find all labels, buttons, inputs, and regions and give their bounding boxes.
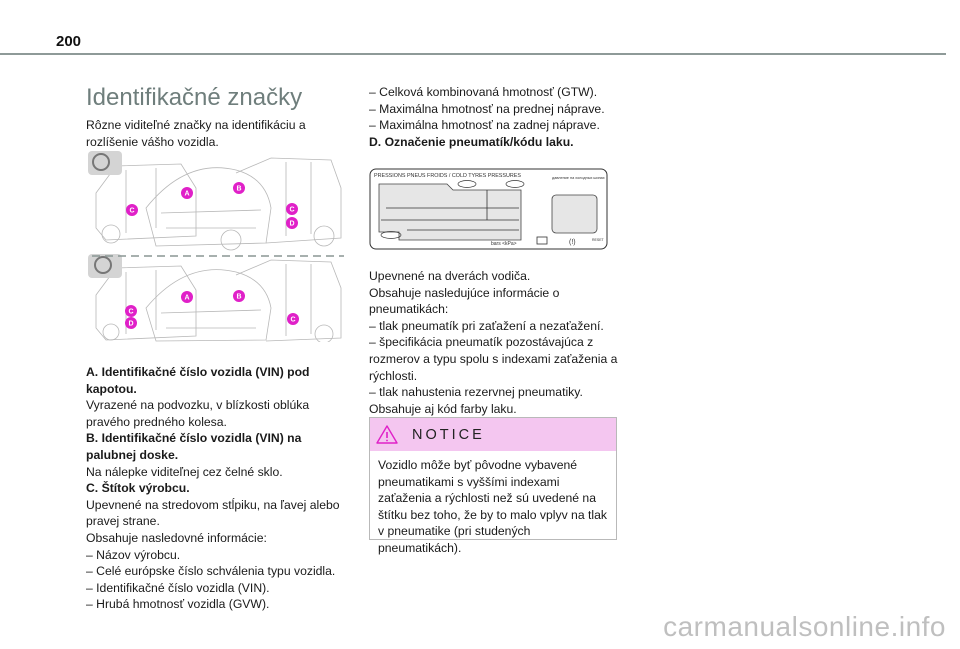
item-c-list-item: – Celé európske číslo schválenia typu vo…	[86, 564, 336, 579]
item-a-heading: A. Identifikačné číslo vozidla (VIN) pod…	[86, 365, 310, 396]
marker-d-top: D	[286, 217, 298, 229]
item-d-text3: Obsahuje aj kód farby laku.	[369, 401, 517, 416]
car-illustration: A B C C D A B C D C	[88, 151, 344, 344]
watermark: carmanualsonline.info	[663, 611, 946, 642]
notice-box: NOTICE Vozidlo môže byť pôvodne vybavené…	[369, 417, 617, 555]
item-d-list-item: – tlak nahustenia rezervnej pneumatiky.	[369, 385, 583, 400]
left-column: Identifikačné značky Rôzne viditeľné zna…	[86, 84, 348, 150]
notice-text: Vozidlo môže byť pôvodne vybavené pneuma…	[378, 458, 607, 555]
marker-b-bottom: B	[233, 290, 245, 302]
svg-text:D: D	[289, 221, 294, 228]
svg-text:C: C	[128, 309, 133, 316]
tpms-icon: (!)	[569, 239, 576, 246]
warning-triangle-icon	[376, 425, 398, 444]
item-a-text: Vyrazené na podvozku, v blízkosti oblúka…	[86, 398, 310, 429]
svg-text:C: C	[289, 207, 294, 214]
tyre-label-header: PRESSIONS PNEUS FROIDS / COLD TYRES PRES…	[374, 173, 521, 179]
notice-header: NOTICE	[370, 418, 616, 451]
section-title: Identifikačné značky	[86, 84, 303, 111]
item-c-list-item: – Identifikačné číslo vozidla (VIN).	[86, 580, 270, 595]
svg-text:D: D	[128, 321, 133, 328]
svg-text:B: B	[236, 186, 241, 193]
marker-a-bottom: A	[181, 291, 193, 303]
car-identification-figure: A B C C D A B C D C	[86, 148, 344, 344]
items-right-d: Upevnené na dverách vodiča. Obsahuje nas…	[369, 268, 621, 417]
car-towing-icon	[380, 231, 402, 239]
marker-c-top-right: C	[286, 203, 298, 215]
item-d-heading: D. Označenie pneumatík/kódu laku.	[369, 134, 574, 149]
header-divider	[0, 53, 946, 55]
item-c-list-item: – Hrubá hmotnosť vozidla (GVW).	[86, 597, 270, 612]
item-c-text2: Obsahuje nasledovné informácie:	[86, 530, 267, 545]
item-c-list-item: – Celková kombinovaná hmotnosť (GTW).	[369, 85, 598, 99]
item-b-text: Na nálepke viditeľnej cez čelné sklo.	[86, 464, 283, 479]
car-icon	[457, 180, 477, 188]
item-c-list-item: – Maximálna hmotnosť na prednej náprave.	[369, 101, 605, 116]
item-d-list-item: – špecifikácia pneumatík pozostávajúca z…	[369, 335, 618, 383]
page-number: 200	[56, 33, 82, 50]
svg-text:A: A	[184, 295, 189, 302]
item-d-text1: Upevnené na dverách vodiča.	[369, 269, 531, 283]
svg-text:C: C	[290, 317, 295, 324]
item-c-text1: Upevnené na stredovom stĺpiku, na ľavej …	[86, 497, 340, 529]
tyre-pressure-label: PRESSIONS PNEUS FROIDS / COLD TYRES PRES…	[369, 168, 609, 252]
steering-wheel-icon	[92, 153, 110, 171]
item-c-list-item: – Názov výrobcu.	[86, 547, 181, 562]
items-right-top: – Celková kombinovaná hmotnosť (GTW). – …	[369, 84, 621, 150]
manual-book-icon	[536, 236, 548, 245]
marker-c-bottom-left: C	[125, 305, 137, 317]
marker-b-top: B	[233, 182, 245, 194]
tyre-label-units: bars <kPa>	[491, 241, 517, 247]
car-loaded-icon	[505, 180, 525, 188]
marker-c-top-left: C	[126, 204, 138, 216]
svg-text:C: C	[129, 208, 134, 215]
item-d-list-item: – tlak pneumatík pri zaťažení a nezaťaže…	[369, 318, 604, 333]
paint-code-box	[551, 194, 598, 234]
marker-a-top: A	[181, 187, 193, 199]
items-left: A. Identifikačné číslo vozidla (VIN) pod…	[86, 364, 348, 613]
item-c-list-item: – Maximálna hmotnosť na zadnej náprave.	[369, 118, 600, 133]
marker-c-bottom-right: C	[287, 313, 299, 325]
section-intro: Rôzne viditeľné značky na identifikáciu …	[86, 118, 306, 149]
tyre-label-reset: RESET	[592, 238, 605, 242]
marker-d-bottom: D	[125, 317, 137, 329]
item-c-heading: C. Štítok výrobcu.	[86, 481, 190, 496]
svg-text:A: A	[184, 191, 189, 198]
item-b-heading: B. Identifikačné číslo vozidla (VIN) na …	[86, 431, 302, 462]
svg-text:B: B	[236, 294, 241, 301]
steering-wheel-icon	[94, 256, 112, 274]
item-d-text2: Obsahuje nasledujúce informácie o pneuma…	[369, 285, 560, 317]
notice-title: NOTICE	[412, 426, 485, 443]
tyre-label-cyrillic: давление на холодных шинах	[552, 176, 605, 180]
